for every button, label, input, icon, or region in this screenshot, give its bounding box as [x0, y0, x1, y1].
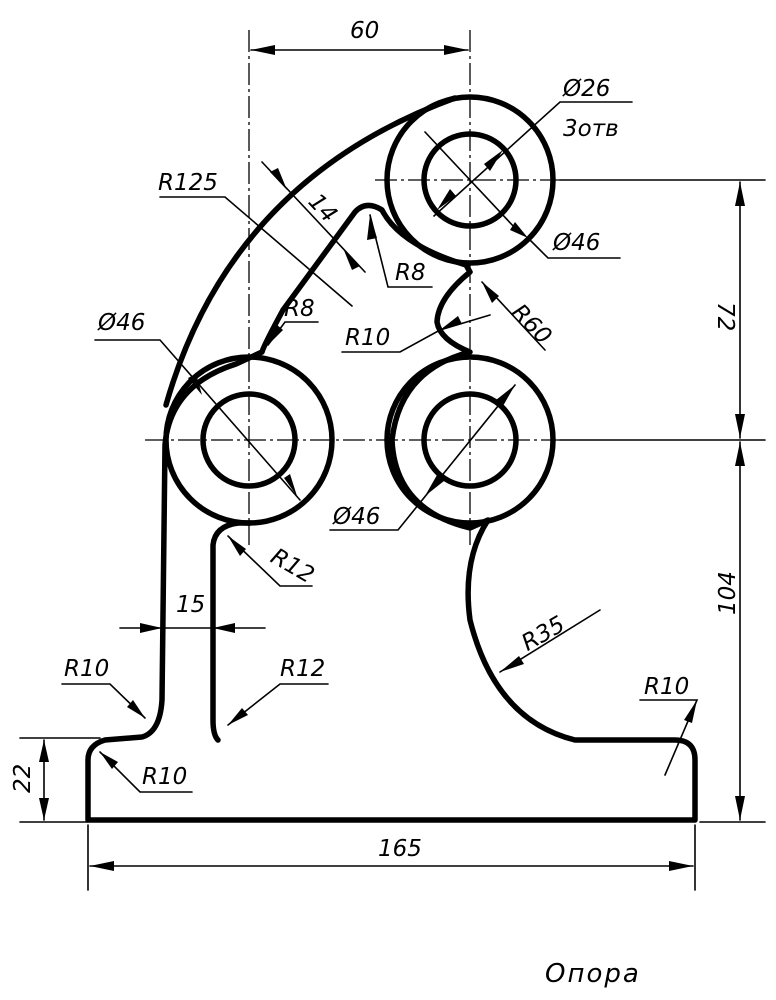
- dim-r12-upper-text: R12: [266, 544, 318, 589]
- dim-22-arrow-b: [39, 798, 49, 820]
- arrow-r10-right: [684, 700, 697, 723]
- arrow-d46-left-b: [284, 474, 297, 496]
- dim-r10-base-text: R10: [142, 764, 187, 790]
- arrow-r12-lower: [228, 708, 248, 725]
- dim-165-text: 165: [378, 836, 422, 862]
- dim-22-arrow-t: [39, 740, 49, 762]
- dim-104-text: 104: [715, 571, 741, 615]
- drawing-title: Опора: [545, 959, 641, 989]
- arrow-r10-mid: [440, 316, 462, 330]
- arrow-r35: [500, 656, 524, 672]
- part-outline: [85, 202, 698, 823]
- dim-60-arrow-r: [444, 45, 468, 55]
- arrow-r12-upper: [228, 536, 246, 556]
- dim-104-arrow-t: [735, 442, 745, 466]
- leader-d46-bottom: [329, 384, 516, 531]
- dim-165-arrow-l: [90, 861, 114, 871]
- dim-d46-bottom-text: Ø46: [332, 504, 380, 530]
- arrow-r60: [482, 282, 499, 303]
- dim-72-arrow-t: [735, 182, 745, 206]
- dim-r60-text: R60: [506, 299, 556, 349]
- dim-r12-lower-text: R12: [280, 656, 325, 682]
- arrow-r8-left: [268, 324, 283, 345]
- leader-d46-top: [529, 239, 621, 259]
- dim-15-arrow-l: [140, 623, 162, 633]
- arrow-d46-bottom-a: [496, 385, 515, 406]
- arrow-r10-base: [100, 752, 118, 769]
- dim-r10-mid-text: R10: [345, 325, 390, 351]
- leader-r10-mid: [341, 314, 491, 353]
- dim-r10-left-text: R10: [64, 656, 109, 682]
- dim-r35-text: R35: [517, 611, 569, 656]
- dim-holes-text: 3отв: [563, 116, 619, 142]
- outer-arc-r125: [163, 95, 458, 408]
- arrow-d46-left-a: [188, 374, 202, 395]
- arrow-d46-top: [510, 222, 528, 238]
- dim-72-text: 72: [712, 302, 738, 331]
- dim-60-text: 60: [350, 18, 379, 44]
- leader-r8-upper: [369, 214, 433, 288]
- dim-d26-text: Ø26: [562, 76, 610, 102]
- arrow-d26-b: [437, 189, 456, 210]
- dim-14-arrow-a: [270, 168, 287, 190]
- arrow-r8-upper: [367, 215, 377, 240]
- dim-15-text: 15: [176, 592, 205, 618]
- dim-d46-top-text: Ø46: [552, 230, 600, 256]
- dim-72-arrow-b: [735, 414, 745, 438]
- left-neck: [210, 520, 241, 743]
- dim-r8-upper-text: R8: [395, 260, 426, 286]
- leader-d46-left: [94, 339, 301, 501]
- dim-r10-right-text: R10: [644, 674, 689, 700]
- leader-r12-lower: [227, 683, 329, 726]
- dim-60-arrow-l: [251, 45, 275, 55]
- leader-r12-upper: [227, 535, 313, 587]
- dim-r8-left-text: R8: [284, 296, 315, 322]
- leader-r125: [159, 196, 353, 307]
- arrow-r10-left: [127, 700, 145, 718]
- dim-104-arrow-b: [735, 796, 745, 820]
- arrow-d26-a: [484, 150, 503, 171]
- dim-165-arrow-r: [669, 861, 693, 871]
- arrow-d46-bottom-b: [425, 475, 444, 496]
- dim-15-arrow-r: [213, 623, 235, 633]
- dim-22-text: 22: [10, 764, 36, 793]
- leader-d26-diag: [424, 131, 516, 229]
- dim-d46-left-text: Ø46: [97, 310, 145, 336]
- dim-14-text: 14: [303, 189, 342, 228]
- dim-r125-text: R125: [158, 170, 218, 196]
- dim-14-arrow-b: [343, 248, 360, 270]
- leader-d26: [433, 101, 633, 217]
